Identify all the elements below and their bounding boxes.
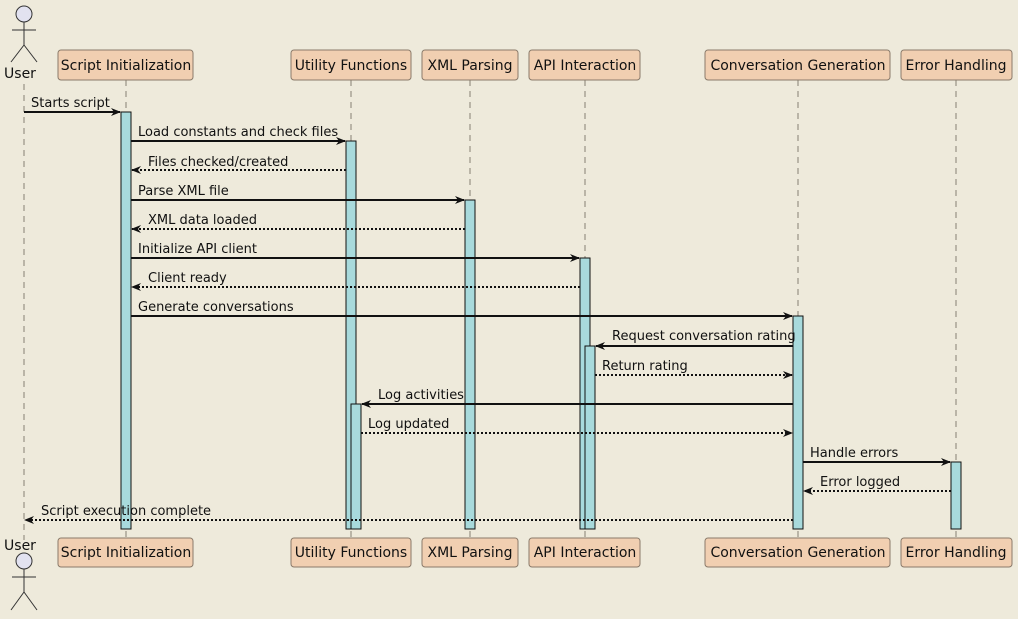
message-label: Error logged — [820, 475, 900, 490]
actor-head-icon — [15, 5, 33, 23]
participant-script-initialization-bottom: Script Initialization — [57, 537, 194, 568]
participant-label: Conversation Generation — [710, 58, 885, 74]
message-label: Client ready — [148, 271, 227, 286]
participant-xml-parsing-bottom: XML Parsing — [421, 537, 519, 568]
message-label: Starts script — [31, 96, 110, 111]
message-load-constants: Load constants and check files — [131, 125, 346, 145]
actor-user-top: User — [4, 5, 38, 82]
messages: Starts script Load constants and check f… — [24, 96, 951, 524]
participant-conversation-generation-bottom: Conversation Generation — [704, 537, 891, 568]
participant-label: XML Parsing — [427, 545, 512, 561]
actor-user-bottom: User — [4, 538, 38, 611]
activation-utility-functions-nested — [350, 403, 362, 530]
message-label: Return rating — [602, 359, 688, 374]
message-generate-conversations: Generate conversations — [131, 300, 793, 320]
message-init-api: Initialize API client — [131, 242, 580, 262]
participant-label: API Interaction — [534, 545, 637, 561]
participants-top: User Script Initialization Utility Funct… — [4, 5, 1013, 82]
participant-script-initialization-top: Script Initialization — [57, 49, 194, 81]
message-label: Load constants and check files — [138, 125, 338, 140]
activation-conversation-generation — [792, 315, 804, 530]
message-log-activities: Log activities — [361, 388, 793, 408]
message-xml-loaded: XML data loaded — [131, 213, 465, 233]
participant-label: Utility Functions — [295, 545, 407, 561]
activation-xml-parsing — [464, 199, 476, 530]
message-label: Script execution complete — [41, 504, 211, 519]
message-label: Initialize API client — [138, 242, 257, 257]
participant-label: API Interaction — [534, 58, 637, 74]
participant-label: Error Handling — [906, 58, 1007, 74]
participant-label: Conversation Generation — [710, 545, 885, 561]
message-label: Generate conversations — [138, 300, 294, 315]
message-script-complete: Script execution complete — [24, 504, 793, 524]
participants-bottom: User Script Initialization Utility Funct… — [4, 537, 1013, 611]
message-label: Parse XML file — [138, 184, 229, 199]
message-client-ready: Client ready — [131, 271, 580, 291]
message-starts-script: Starts script — [24, 96, 121, 116]
message-files-checked: Files checked/created — [131, 155, 346, 174]
participant-label: Utility Functions — [295, 58, 407, 74]
message-log-updated: Log updated — [361, 417, 793, 437]
participant-conversation-generation-top: Conversation Generation — [704, 49, 891, 81]
participant-error-handling-top: Error Handling — [900, 49, 1013, 81]
participant-label: Script Initialization — [61, 58, 191, 74]
message-label: Request conversation rating — [612, 329, 796, 344]
message-label: Files checked/created — [148, 155, 288, 170]
participant-label: Error Handling — [906, 545, 1007, 561]
participant-error-handling-bottom: Error Handling — [900, 537, 1013, 568]
activation-api-interaction-nested — [584, 345, 596, 530]
message-label: XML data loaded — [148, 213, 257, 228]
participant-api-interaction-top: API Interaction — [528, 49, 641, 81]
message-error-logged: Error logged — [803, 475, 951, 495]
participant-utility-functions-top: Utility Functions — [290, 49, 412, 81]
lifelines — [23, 80, 957, 540]
participant-utility-functions-bottom: Utility Functions — [290, 537, 412, 568]
participant-xml-parsing-top: XML Parsing — [421, 49, 519, 81]
message-label: Log activities — [378, 388, 464, 403]
activation-error-handling — [950, 461, 962, 530]
message-label: Log updated — [368, 417, 449, 432]
participant-label: Script Initialization — [61, 545, 191, 561]
participant-label: XML Parsing — [427, 58, 512, 74]
message-label: Handle errors — [810, 446, 898, 461]
actor-head-icon — [15, 552, 33, 570]
message-handle-errors: Handle errors — [803, 446, 951, 466]
activations — [120, 111, 962, 530]
participant-api-interaction-bottom: API Interaction — [528, 537, 641, 568]
activation-script-initialization — [120, 111, 132, 530]
actor-label: User — [4, 538, 36, 554]
message-parse-xml: Parse XML file — [131, 184, 465, 204]
message-request-rating: Request conversation rating — [595, 329, 796, 350]
actor-label: User — [4, 66, 36, 82]
message-return-rating: Return rating — [595, 359, 793, 379]
